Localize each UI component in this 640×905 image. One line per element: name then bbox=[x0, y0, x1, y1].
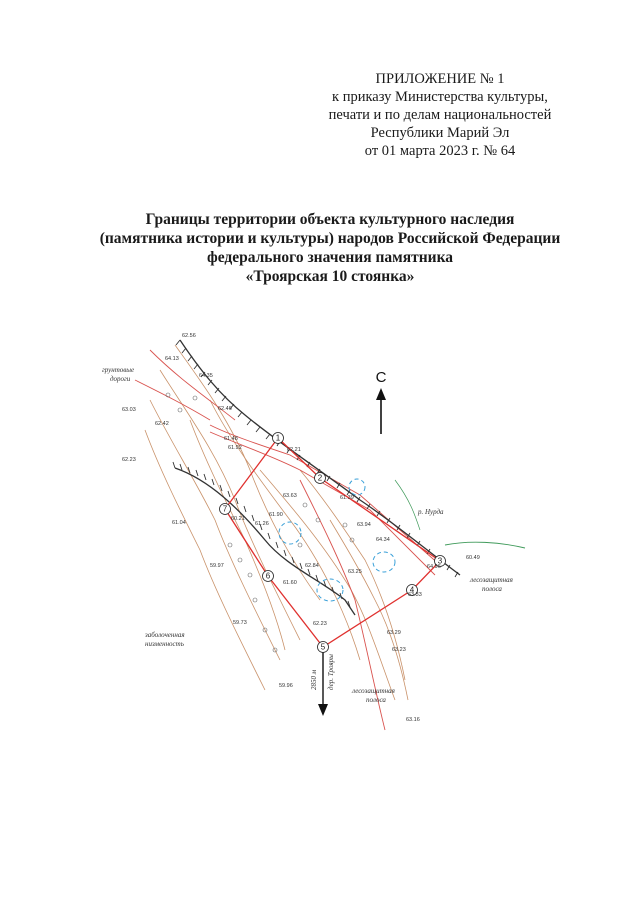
direction-arrow bbox=[318, 652, 328, 716]
elevation-mark: 62.84 bbox=[305, 563, 319, 569]
vertex-7-label: 7 bbox=[223, 505, 228, 514]
elevation-mark: 61.90 bbox=[269, 512, 283, 518]
direction-village: дер. Трояры bbox=[327, 654, 335, 690]
title-line-3: федерального значения памятника bbox=[206, 249, 454, 266]
appendix-line-3: печати и по делам национальностей bbox=[328, 107, 552, 123]
contour-lines bbox=[144, 344, 409, 701]
slope-hatching-lower bbox=[172, 461, 356, 616]
north-arrow: С bbox=[376, 369, 387, 434]
elevation-mark: 59.97 bbox=[210, 563, 224, 569]
vertex-2-label: 2 bbox=[318, 474, 323, 483]
vertex-3-label: 3 bbox=[438, 557, 443, 566]
elevation-mark: 60.49 bbox=[466, 555, 480, 561]
vertex-1-label: 1 bbox=[276, 434, 281, 443]
elevation-mark: 63.29 bbox=[387, 630, 401, 636]
appendix-header: ПРИЛОЖЕНИЕ № 1 к приказу Министерства ку… bbox=[300, 70, 580, 160]
label-river: р. Нурда bbox=[417, 508, 444, 516]
label-dirt-roads-1: грунтовые bbox=[102, 366, 134, 374]
elevation-mark: 62.46 bbox=[218, 406, 232, 412]
elevation-mark: 61.60 bbox=[283, 580, 297, 586]
north-label: С bbox=[376, 369, 387, 386]
vertex-3: 3 bbox=[434, 555, 446, 567]
direction-distance: 2850 м bbox=[310, 669, 318, 690]
vertex-5: 5 bbox=[317, 641, 329, 653]
elevation-mark: 64.35 bbox=[199, 373, 213, 379]
label-shelterbelt-right-2: полоса bbox=[482, 585, 502, 593]
elevation-marks: 62.56 64.13 64.35 63.03 62.46 62.42 61.4… bbox=[122, 333, 480, 723]
vertex-4-label: 4 bbox=[410, 586, 415, 595]
vertex-2: 2 bbox=[314, 472, 326, 484]
elevation-mark: 62.42 bbox=[155, 421, 169, 427]
elevation-mark: 62.21 bbox=[287, 447, 301, 453]
title-line-4: «Троярская 10 стоянка» bbox=[245, 268, 415, 285]
label-swamp-2: низменность bbox=[145, 640, 184, 648]
elevation-mark: 59.96 bbox=[279, 683, 293, 689]
label-dirt-roads-2: дороги bbox=[110, 375, 131, 383]
vertex-6-label: 6 bbox=[266, 572, 271, 581]
elevation-mark: 61.92 bbox=[228, 445, 242, 451]
elevation-mark: 59.73 bbox=[233, 620, 247, 626]
elevation-mark: 61.04 bbox=[172, 520, 186, 526]
elevation-mark: 64.96 bbox=[427, 564, 441, 570]
elevation-mark: 62.23 bbox=[122, 457, 136, 463]
slope-hatching-top bbox=[175, 339, 461, 578]
vertex-7: 7 bbox=[219, 503, 231, 515]
title-line-1: Границы территории объекта культурного н… bbox=[145, 211, 515, 228]
elevation-mark: 61.39 bbox=[340, 495, 354, 501]
river-line bbox=[444, 541, 526, 549]
roads bbox=[134, 349, 441, 731]
elevation-mark: 63.16 bbox=[406, 717, 420, 723]
appendix-line-4: Республики Марий Эл bbox=[370, 125, 510, 141]
vegetation-dots bbox=[165, 392, 355, 653]
elevation-mark: 63.03 bbox=[122, 407, 136, 413]
elevation-mark: 64.13 bbox=[165, 356, 179, 362]
boundary-vertices: 1 2 3 4 5 6 7 bbox=[219, 432, 446, 653]
label-shelterbelt-bottom-2: полоса bbox=[366, 696, 386, 704]
elevation-mark: 63.33 bbox=[408, 592, 422, 598]
label-swamp-1: заболоченная bbox=[144, 631, 185, 639]
vertex-5-label: 5 bbox=[321, 643, 326, 652]
elevation-mark: 61.26 bbox=[255, 521, 269, 527]
appendix-line-2: к приказу Министерства культуры, bbox=[332, 89, 548, 105]
vertex-6: 6 bbox=[262, 570, 274, 582]
label-shelterbelt-right-1: лесозащитная bbox=[469, 576, 513, 584]
label-shelterbelt-bottom-1: лесозащитная bbox=[351, 687, 395, 695]
vertex-4: 4 bbox=[406, 584, 418, 596]
elevation-mark: 62.23 bbox=[313, 621, 327, 627]
appendix-line-5: от 01 марта 2023 г. № 64 bbox=[364, 143, 516, 159]
elevation-mark: 62.56 bbox=[182, 333, 196, 339]
river-line-secondary bbox=[394, 479, 421, 531]
elevation-mark: 63.94 bbox=[357, 522, 371, 528]
elevation-mark: 63.23 bbox=[392, 647, 406, 653]
elevation-mark: 63.25 bbox=[348, 569, 362, 575]
elevation-mark: 60.21 bbox=[231, 516, 245, 522]
elevation-mark: 64.34 bbox=[376, 537, 390, 543]
vertex-1: 1 bbox=[272, 432, 284, 444]
elevation-mark: 63.63 bbox=[283, 493, 297, 499]
document-title: Границы территории объекта культурного н… bbox=[60, 210, 600, 286]
excavation-areas bbox=[278, 478, 396, 602]
appendix-line-1: ПРИЛОЖЕНИЕ № 1 bbox=[375, 71, 505, 87]
title-line-2: (памятника истории и культуры) народов Р… bbox=[99, 230, 561, 247]
elevation-mark: 61.48 bbox=[224, 436, 238, 442]
site-boundary bbox=[224, 437, 441, 648]
